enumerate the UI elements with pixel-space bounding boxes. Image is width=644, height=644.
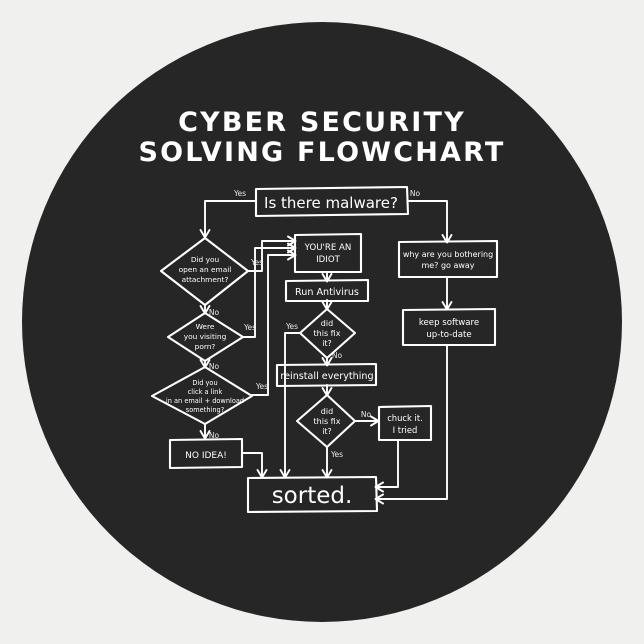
sticker-disc [22, 22, 622, 622]
